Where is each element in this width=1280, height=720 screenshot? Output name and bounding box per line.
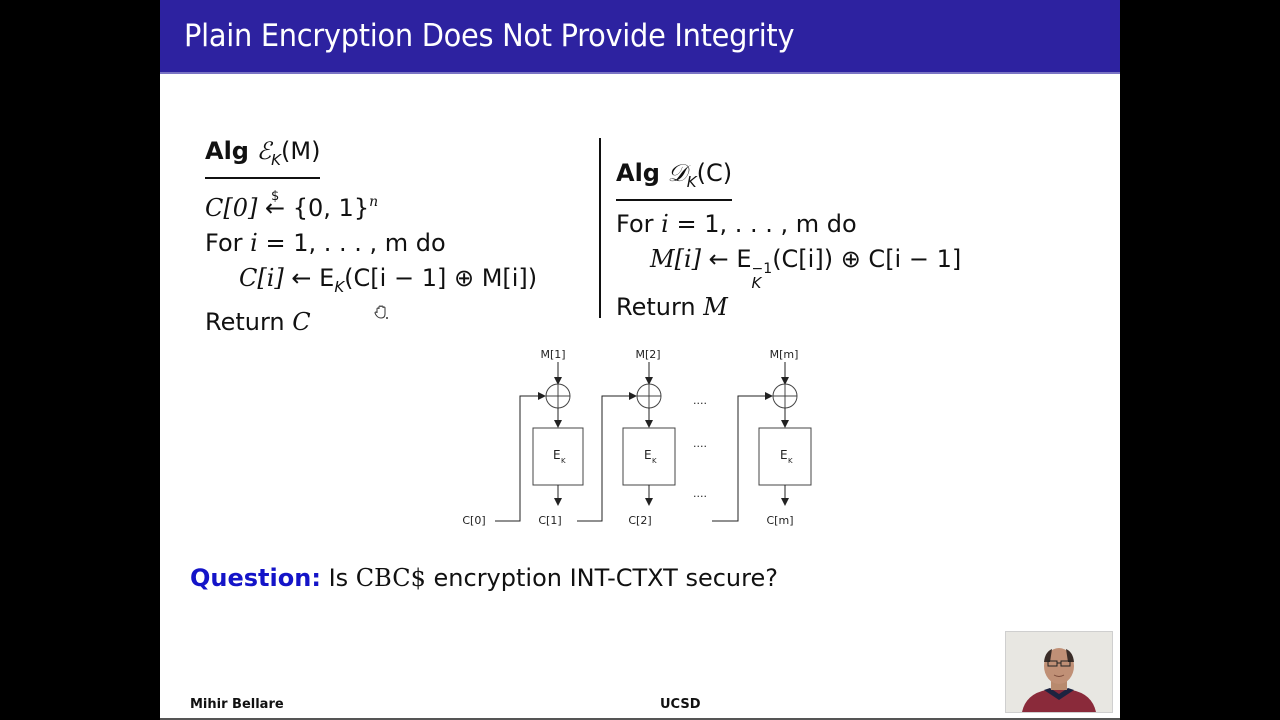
slide-bottom-border	[160, 718, 1120, 720]
encrypt-line-3: C[i] ← EK(C[i − 1] ⊕ M[i])	[239, 264, 538, 296]
svg-text:K: K	[652, 457, 657, 465]
footer-author: Mihir Bellare	[190, 697, 284, 712]
svg-text:C[1]: C[1]	[538, 514, 561, 527]
question-label: Question:	[190, 564, 321, 592]
svg-text:E: E	[553, 448, 561, 462]
hand-cursor-icon	[373, 304, 389, 324]
encrypt-line-1: C[0] $← {0, 1}n	[205, 185, 537, 226]
svg-text:E: E	[644, 448, 652, 462]
slide-title: Plain Encryption Does Not Provide Integr…	[184, 18, 795, 54]
svg-text:M[2]: M[2]	[635, 348, 660, 361]
encrypt-line-2: For i = 1, . . . , m do	[205, 229, 446, 257]
column-divider	[599, 138, 601, 318]
svg-text:....: ....	[693, 487, 707, 500]
svg-text:M[1]: M[1]	[540, 348, 565, 361]
svg-text:E: E	[780, 448, 788, 462]
svg-text:K: K	[561, 457, 566, 465]
decrypt-line-3: Return M	[616, 293, 728, 321]
footer-institution: UCSD	[660, 697, 701, 712]
iv-label: C[0]	[462, 514, 485, 527]
title-bar: Plain Encryption Does Not Provide Integr…	[160, 0, 1120, 74]
svg-text:K: K	[788, 457, 793, 465]
decrypt-algorithm: Alg 𝒟K(C) For i = 1, . . . , m do M[i] ←…	[616, 156, 961, 325]
svg-text:....: ....	[693, 437, 707, 450]
scheme-name: CBC$	[355, 564, 426, 592]
svg-text:M[m]: M[m]	[770, 348, 799, 361]
svg-text:C[2]: C[2]	[628, 514, 651, 527]
svg-text:....: ....	[693, 394, 707, 407]
slide: Plain Encryption Does Not Provide Integr…	[160, 0, 1120, 720]
random-sample-arrow: $←	[265, 189, 286, 222]
encrypt-alg-header: Alg ℰK(M)	[205, 136, 321, 179]
decrypt-alg-header: Alg 𝒟K(C)	[616, 158, 733, 201]
encrypt-algorithm: Alg ℰK(M) C[0] $← {0, 1}n For i = 1, . .…	[205, 134, 537, 340]
presenter-webcam	[1005, 631, 1113, 713]
question-line: Question: Is CBC$ encryption INT-CTXT se…	[190, 564, 778, 592]
svg-text:C[m]: C[m]	[767, 514, 794, 527]
encrypt-line-4: Return C	[205, 308, 311, 336]
decrypt-line-1: For i = 1, . . . , m do	[616, 210, 857, 238]
